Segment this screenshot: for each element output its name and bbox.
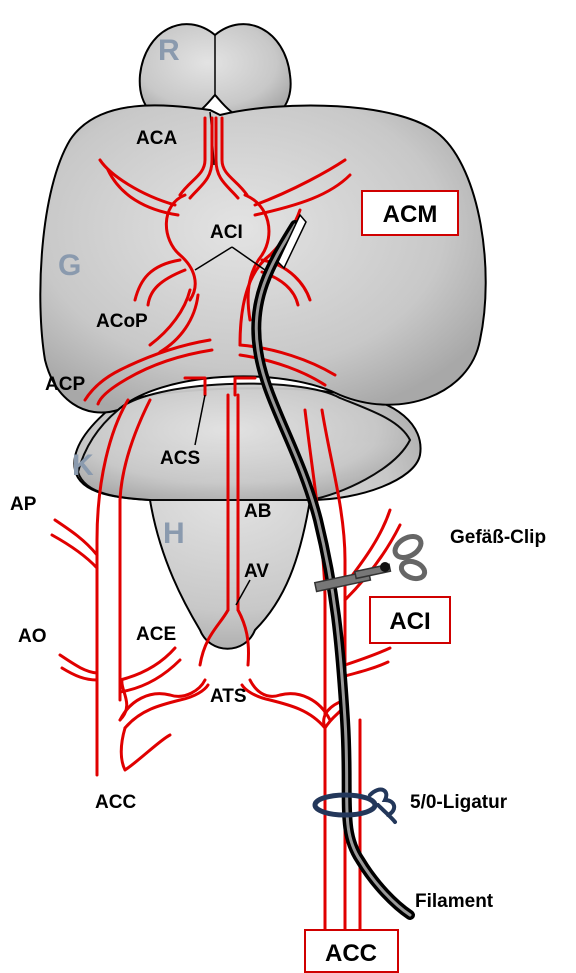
label-ab: AB (244, 501, 271, 522)
artery-ats-right-2 (242, 685, 325, 728)
artery-ace-left (120, 648, 175, 680)
label-acop: ACoP (96, 311, 148, 332)
clip-loop-top (391, 532, 424, 562)
label-aca: ACA (136, 128, 177, 149)
clip-loop-bottom (399, 558, 427, 581)
label-clip: Gefäß-Clip (450, 527, 546, 548)
region-h-label: H (163, 517, 185, 550)
label-acm: ACM (383, 201, 438, 228)
artery-ap-left-2 (52, 535, 97, 568)
artery-left-common-lower (121, 728, 170, 770)
artery-ace-right-2 (345, 525, 400, 600)
label-acc-left: ACC (95, 792, 136, 813)
label-aci: ACI (389, 608, 430, 635)
label-acc: ACC (325, 940, 377, 967)
ligature (315, 790, 395, 822)
clip-joint (380, 562, 390, 572)
label-ace: ACE (136, 624, 176, 645)
label-filament: Filament (415, 891, 494, 912)
label-aci-top: ACI (210, 222, 243, 243)
label-ligatur: 5/0-Ligatur (410, 792, 508, 813)
region-k-label: K (72, 449, 94, 482)
label-acp: ACP (45, 374, 85, 395)
label-ap: AP (10, 494, 37, 515)
label-av: AV (244, 561, 269, 582)
artery-ats-left (120, 680, 205, 720)
artery-ao-left-2 (62, 668, 97, 680)
brain (40, 24, 485, 649)
label-ats: ATS (210, 686, 247, 707)
region-r-label: R (158, 34, 180, 67)
label-ao: AO (18, 626, 47, 647)
artery-ats-right (250, 680, 330, 720)
label-acs: ACS (160, 448, 200, 469)
region-g-label: G (58, 249, 81, 282)
